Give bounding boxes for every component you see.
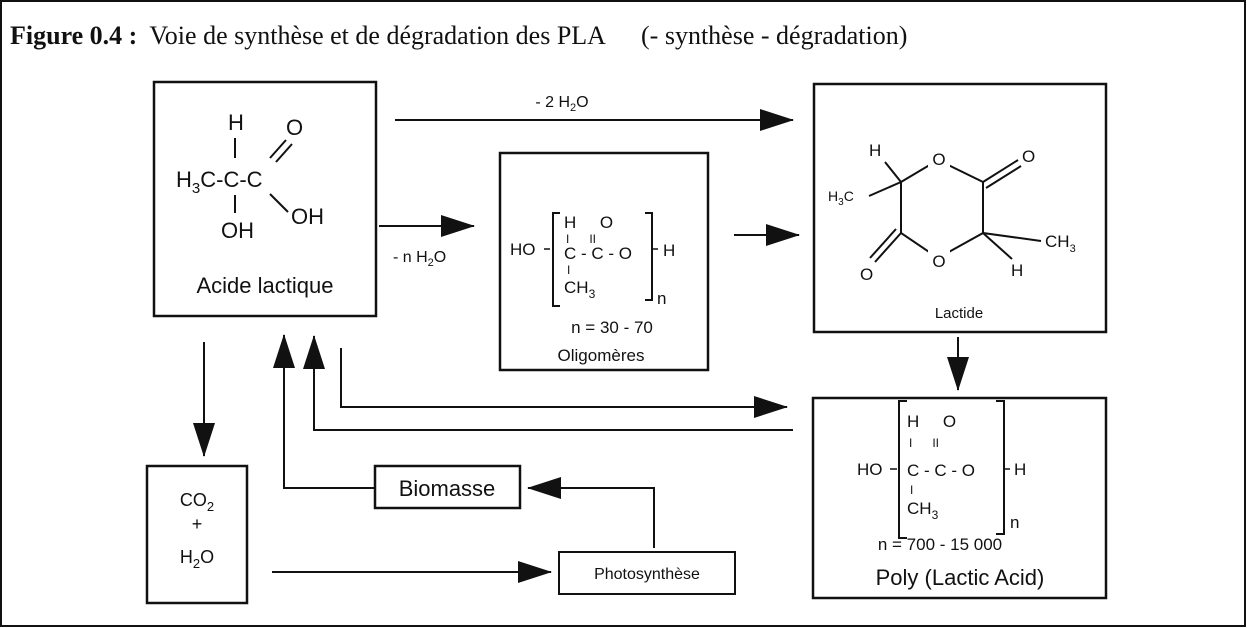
arrow-pla-to-al: [303, 335, 793, 431]
photosynthese-label: Photosynthèse: [594, 566, 700, 583]
figure-number: Figure 0.4 :: [10, 21, 137, 50]
pla-n: n: [1010, 513, 1019, 532]
lactide-h3c: H3C: [828, 188, 854, 208]
lactide-h-bottom: H: [1011, 261, 1023, 280]
biomasse-node: Biomasse: [373, 464, 522, 510]
al-oh-right: OH: [291, 204, 324, 229]
pla-h-right: H: [1014, 460, 1026, 479]
pla-middle: C - C - O: [907, 461, 975, 480]
al-h3c: H3C-C-C: [176, 167, 263, 197]
olig-middle: C - C - O: [564, 244, 632, 263]
olig-bars: I II: [566, 232, 596, 246]
lactide-o-ring-bottom: O: [932, 252, 945, 271]
oligomeres-label: Oligomères: [558, 346, 645, 365]
al-h: H: [228, 110, 244, 135]
olig-range: n = 30 - 70: [571, 318, 653, 337]
oligomeres-node: HO H O I II C - C - O I CH3 H n n = 30 -…: [498, 151, 710, 372]
co2-text: CO2: [180, 490, 214, 514]
pla-bar2: I: [910, 483, 913, 497]
olig-ho: HO: [510, 240, 536, 259]
olig-n: n: [657, 289, 666, 308]
arrow-al-to-pla: [340, 348, 788, 418]
lactide-h-top: H: [869, 141, 881, 160]
lactide-node: O O O O H H3C CH3 H Lactide: [812, 82, 1108, 334]
co2-h2o-node: CO2 + H2O: [145, 464, 249, 605]
lactide-ch3: CH3: [1045, 232, 1076, 255]
h2o-text: H2O: [180, 547, 214, 571]
photosynthese-node: Photosynthèse: [558, 551, 736, 595]
biomasse-label: Biomasse: [399, 476, 496, 501]
pla-range: n = 700 - 15 000: [878, 535, 1002, 554]
plus-text: +: [192, 514, 203, 534]
lactide-o-bottom-left: O: [860, 265, 873, 284]
al-o: O: [286, 115, 303, 140]
lactide-label: Lactide: [935, 305, 983, 322]
olig-top: H O: [564, 213, 613, 232]
olig-ch3: CH3: [564, 278, 596, 301]
pla-label: Poly (Lactic Acid): [876, 565, 1045, 590]
olig-bar2: I: [567, 263, 570, 277]
olig-h-right: H: [663, 241, 675, 260]
pla-bars: I II: [909, 436, 939, 450]
figure-legend: (- synthèse - dégradation): [641, 21, 907, 50]
arrow-biomasse-to-al: [273, 334, 375, 489]
pla-ch3: CH3: [907, 499, 939, 522]
lactide-o-top-right: O: [1022, 147, 1035, 166]
pla-ho: HO: [857, 460, 883, 479]
acide-lactique-label: Acide lactique: [197, 273, 334, 298]
arrow-photosynthese-to-biomasse: [527, 477, 655, 548]
pla-top: H O: [907, 412, 956, 431]
pla-node: HO H O I II C - C - O I CH3 H n n = 700 …: [811, 396, 1108, 600]
figure-title: Voie de synthèse et de dégradation des P…: [149, 21, 606, 50]
label-minus-2h2o: - 2 H2O: [535, 94, 588, 114]
al-oh-bottom: OH: [221, 218, 254, 243]
figure-caption: Figure 0.4 : Voie de synthèse et de dégr…: [10, 21, 907, 50]
label-minus-nh2o: - n H2O: [393, 249, 446, 269]
acide-lactique-node: H O H3C-C-C OH OH Acide lactique: [152, 80, 378, 318]
lactide-o-ring-top: O: [932, 150, 945, 169]
